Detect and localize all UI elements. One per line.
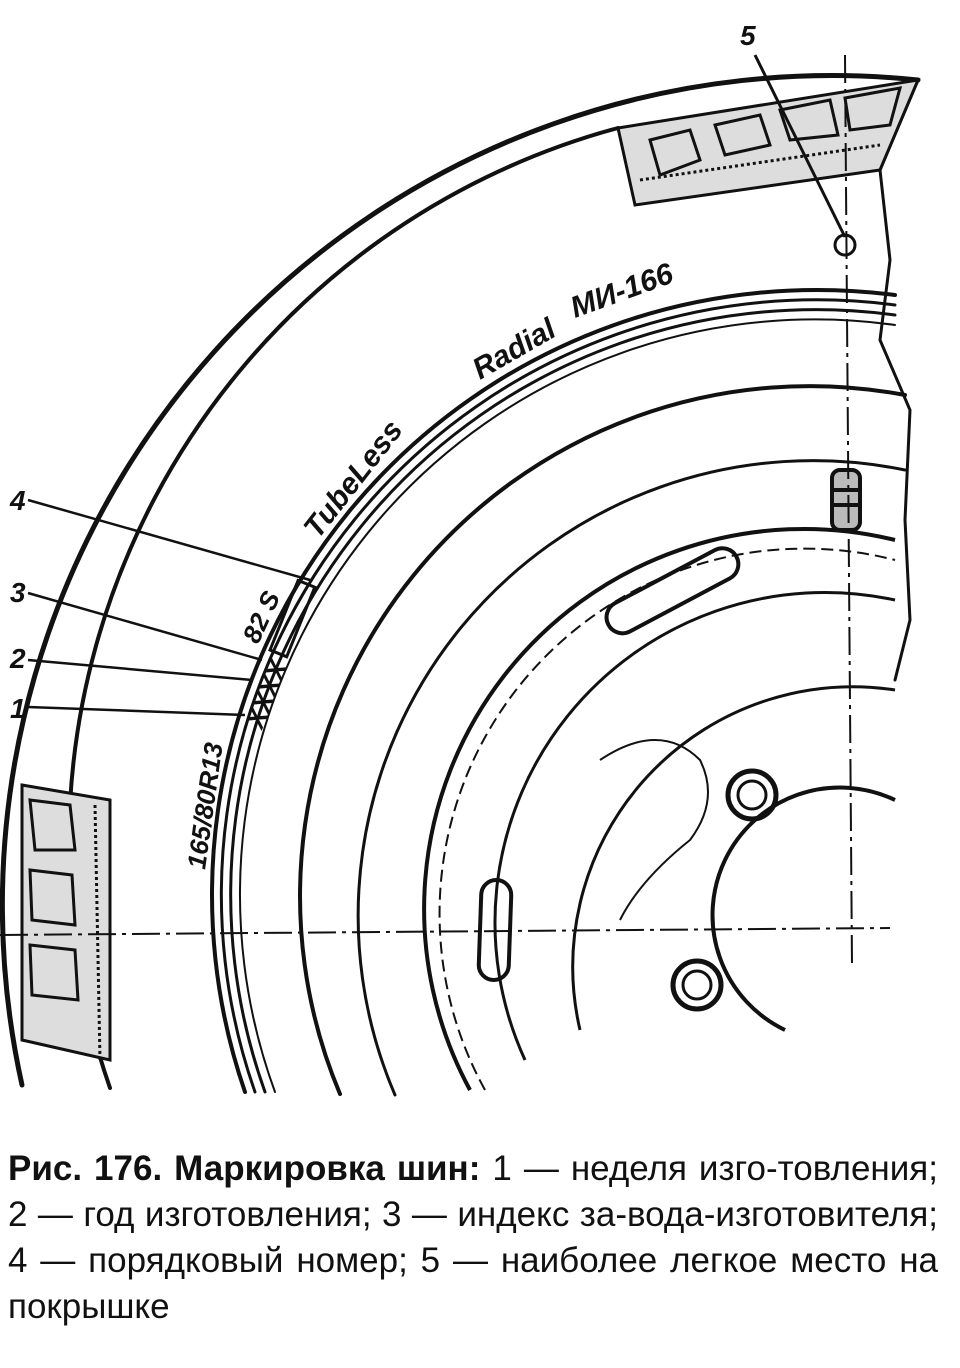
callout-1: 1: [10, 693, 26, 724]
light-spot-marker: [753, 54, 857, 257]
wheel-disc: [422, 526, 896, 1091]
marking-model: МИ-166: [566, 257, 678, 325]
callout-5: 5: [740, 20, 756, 51]
caption-text: 1 — неделя изго-товления; 2 — год изгото…: [8, 1149, 938, 1326]
axis-lines: [0, 54, 891, 966]
callout-3: 3: [10, 577, 26, 608]
tire-marking-diagram: МИ-166 Radial TubeLess 82 S XXXX 165/80R…: [0, 20, 921, 1097]
callout-leaders: [27, 498, 311, 717]
caption-title: Рис. 176. Маркировка шин:: [8, 1149, 481, 1188]
tread-left: [20, 783, 112, 1062]
callout-4: 4: [9, 485, 26, 516]
tread-top: [616, 78, 921, 207]
valve: [830, 468, 862, 532]
callout-2: 2: [9, 643, 26, 674]
tire-outline: [0, 73, 921, 1097]
figure-caption: Рис. 176. Маркировка шин: 1 — неделя изг…: [8, 1146, 938, 1330]
serial-number-box: [268, 578, 317, 659]
